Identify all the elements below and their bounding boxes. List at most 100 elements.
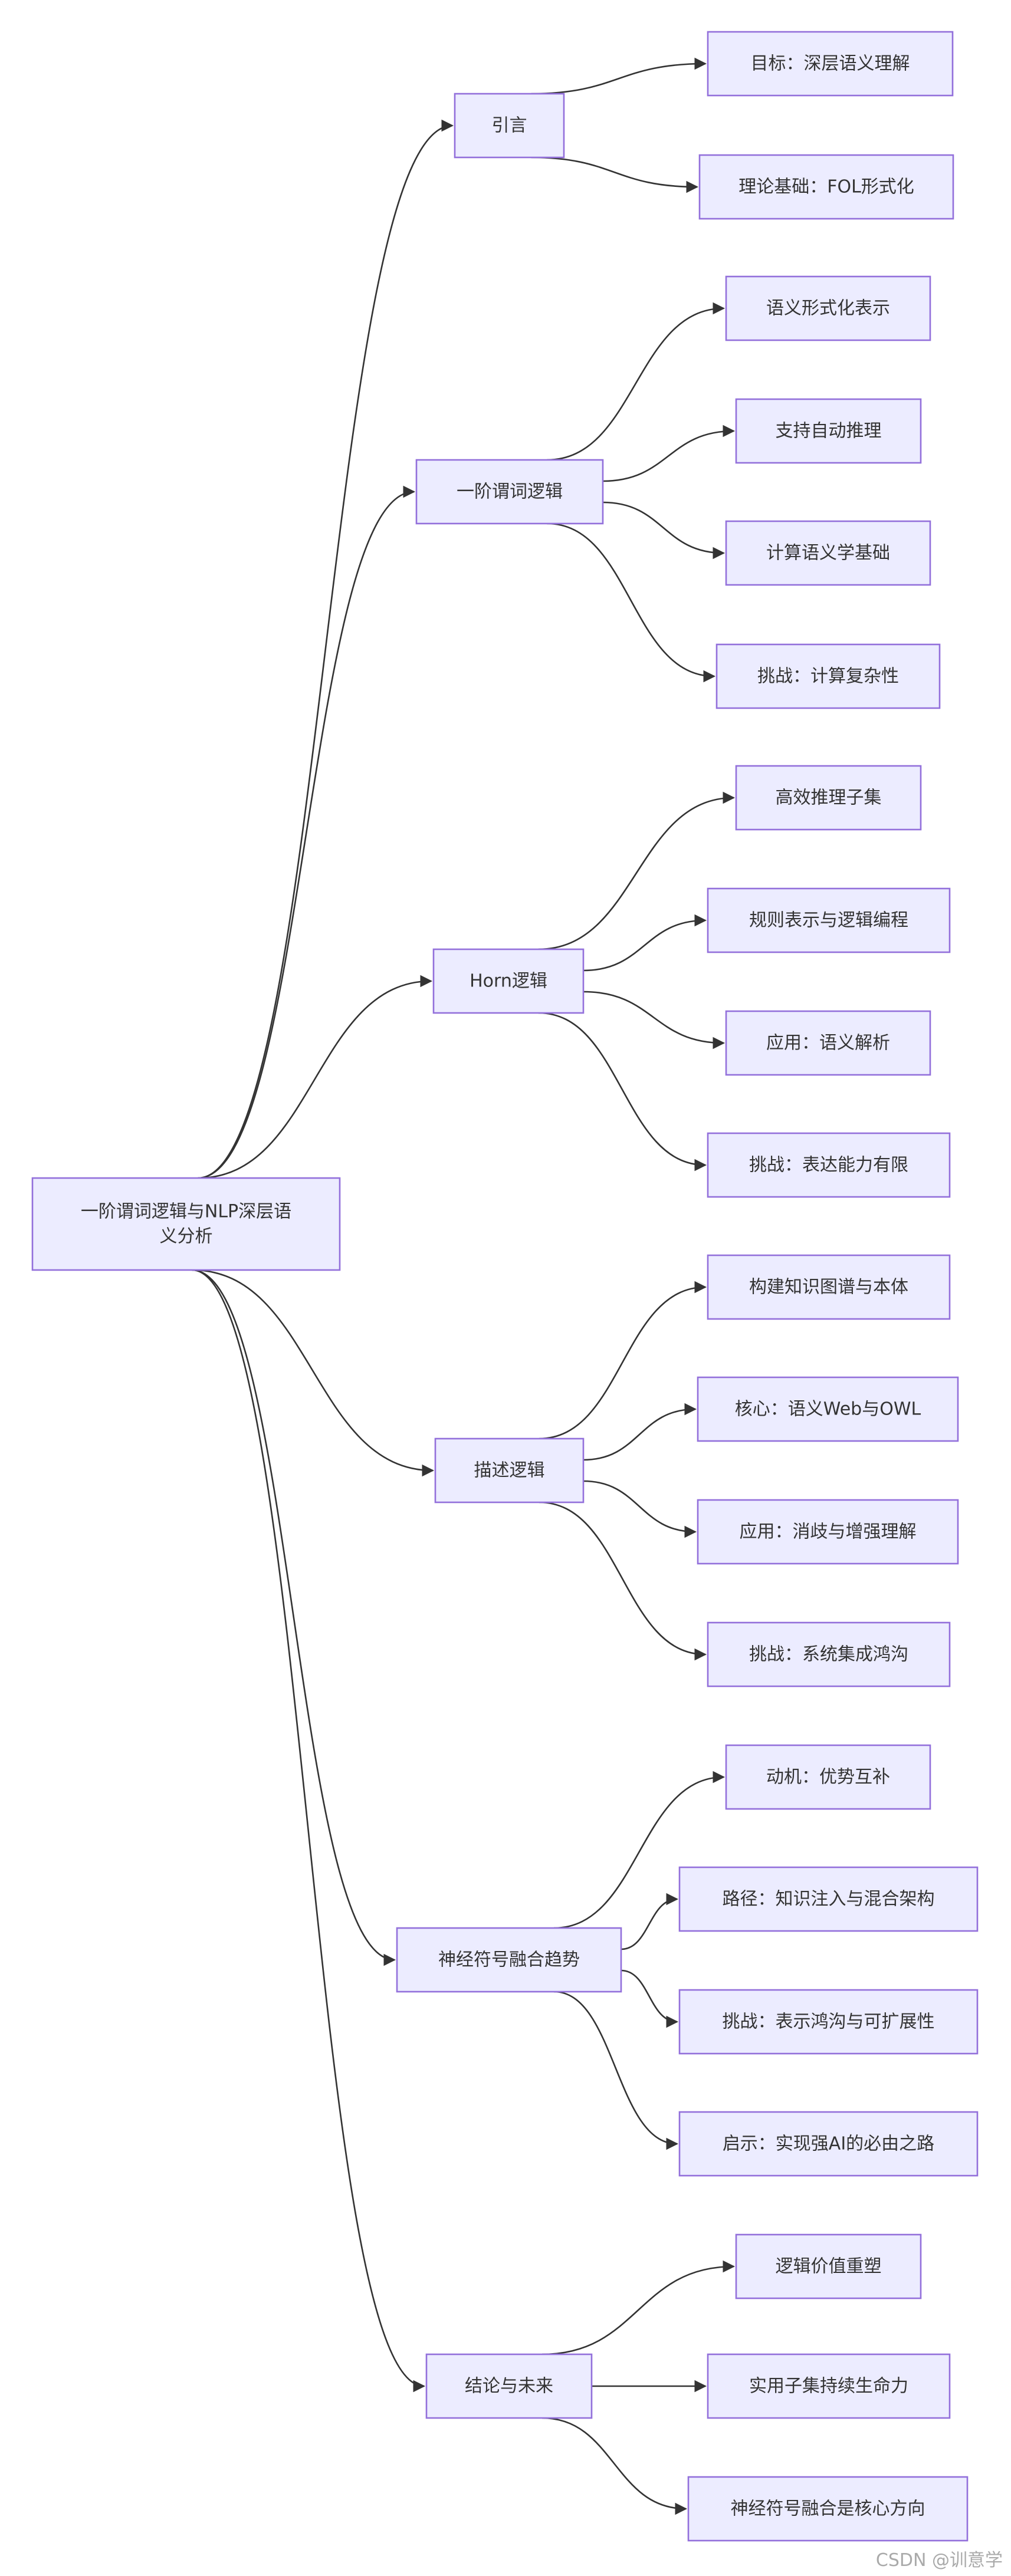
leaf-node-3-3-label: 挑战：系统集成鸿沟 bbox=[749, 1644, 908, 1665]
leaf-node-2-3: 挑战：表达能力有限 bbox=[707, 1132, 951, 1198]
edge-branch-2-leaf-2 bbox=[583, 991, 726, 1050]
edge-root-branch-2 bbox=[198, 975, 433, 1179]
leaf-node-3-1-label: 核心：语义Web与OWL bbox=[735, 1399, 921, 1420]
leaf-node-5-0-box bbox=[735, 2233, 922, 2299]
root-node-box bbox=[31, 1177, 341, 1271]
leaf-node-4-3: 启示：实现强AI的必由之路 bbox=[678, 2111, 979, 2177]
leaf-node-3-0: 构建知识图谱与本体 bbox=[707, 1254, 951, 1320]
leaf-node-2-0-label: 高效推理子集 bbox=[776, 788, 882, 808]
edge-root-branch-4 bbox=[192, 1269, 396, 1966]
edge-branch-4-leaf-1 bbox=[621, 1893, 679, 1950]
leaf-node-5-2-box bbox=[687, 2476, 969, 2542]
edge-branch-2-leaf-0 bbox=[538, 791, 736, 950]
leaf-node-5-2: 神经符号融合是核心方向 bbox=[687, 2476, 969, 2542]
branch-node-2-label: Horn逻辑 bbox=[470, 971, 547, 992]
leaf-node-2-1-label: 规则表示与逻辑编程 bbox=[749, 910, 908, 931]
branch-node-0-label: 引言 bbox=[492, 116, 527, 136]
branch-node-1-label: 一阶谓词逻辑 bbox=[457, 482, 563, 502]
leaf-node-2-1: 规则表示与逻辑编程 bbox=[707, 887, 951, 953]
leaf-node-2-3-box bbox=[707, 1132, 951, 1198]
leaf-node-3-2-label: 应用：消歧与增强理解 bbox=[740, 1522, 917, 1542]
root-node-label: 义分析 bbox=[160, 1226, 213, 1247]
leaf-node-2-2-label: 应用：语义解析 bbox=[766, 1033, 890, 1054]
leaf-node-2-2: 应用：语义解析 bbox=[725, 1010, 931, 1076]
leaf-node-4-1-label: 路径：知识注入与混合架构 bbox=[723, 1889, 935, 1910]
leaf-node-1-3: 挑战：计算复杂性 bbox=[715, 643, 941, 709]
leaf-node-1-1: 支持自动推理 bbox=[735, 398, 922, 464]
leaf-node-0-0-box bbox=[707, 31, 954, 97]
leaf-node-4-1: 路径：知识注入与混合架构 bbox=[678, 1866, 979, 1932]
leaf-node-0-0: 目标：深层语义理解 bbox=[707, 31, 954, 97]
branch-node-4-box bbox=[396, 1927, 622, 1993]
edge-branch-4-leaf-0 bbox=[553, 1771, 726, 1929]
branch-node-0-box bbox=[454, 93, 565, 159]
edge-branch-1-leaf-3 bbox=[547, 522, 716, 683]
leaf-node-3-3-box bbox=[707, 1621, 951, 1687]
root-node-label: 一阶谓词逻辑与NLP深层语 bbox=[81, 1202, 291, 1222]
leaf-node-3-0-box bbox=[707, 1254, 951, 1320]
leaf-node-4-0-box bbox=[725, 1744, 931, 1810]
leaf-node-5-2-label: 神经符号融合是核心方向 bbox=[731, 2499, 925, 2519]
leaf-node-1-2: 计算语义学基础 bbox=[725, 520, 931, 586]
edge-branch-2-leaf-3 bbox=[538, 1012, 707, 1172]
edge-branch-5-leaf-0 bbox=[541, 2260, 736, 2355]
edge-root-branch-1 bbox=[198, 485, 416, 1179]
leaf-node-5-0-label: 逻辑价值重塑 bbox=[776, 2256, 882, 2277]
leaf-node-4-1-box bbox=[678, 1866, 979, 1932]
edge-root-branch-5 bbox=[192, 1269, 426, 2393]
branch-node-3: 描述逻辑 bbox=[434, 1437, 585, 1504]
leaf-node-1-3-box bbox=[715, 643, 941, 709]
leaf-node-3-2: 应用：消歧与增强理解 bbox=[697, 1499, 959, 1565]
leaf-node-2-0: 高效推理子集 bbox=[735, 765, 922, 831]
edge-branch-4-leaf-2 bbox=[621, 1969, 679, 2028]
leaf-node-2-1-box bbox=[707, 887, 951, 953]
branch-node-4-label: 神经符号融合趋势 bbox=[438, 1950, 580, 1970]
leaf-node-2-0-box bbox=[735, 765, 922, 831]
edge-branch-3-leaf-1 bbox=[583, 1403, 697, 1461]
leaf-node-1-0-label: 语义形式化表示 bbox=[766, 298, 890, 319]
leaf-node-0-1-label: 理论基础：FOL形式化 bbox=[738, 177, 914, 198]
leaf-node-4-3-box bbox=[678, 2111, 979, 2177]
branch-node-3-box bbox=[434, 1437, 585, 1504]
edge-root-branch-3 bbox=[192, 1269, 435, 1477]
leaf-node-4-2: 挑战：表示鸿沟与可扩展性 bbox=[678, 1989, 979, 2055]
edge-branch-1-leaf-1 bbox=[602, 425, 736, 482]
leaf-node-0-1-box bbox=[698, 154, 954, 220]
leaf-node-3-3: 挑战：系统集成鸿沟 bbox=[707, 1621, 951, 1687]
branch-node-3-label: 描述逻辑 bbox=[474, 1460, 545, 1481]
edge-root-branch-0 bbox=[198, 119, 454, 1179]
edge-branch-0-leaf-1 bbox=[531, 156, 699, 193]
edge-branch-1-leaf-2 bbox=[602, 501, 726, 560]
leaf-node-3-2-box bbox=[697, 1499, 959, 1565]
leaf-node-5-0: 逻辑价值重塑 bbox=[735, 2233, 922, 2299]
edge-branch-5-leaf-2 bbox=[541, 2417, 688, 2515]
branch-node-5-box bbox=[425, 2353, 593, 2419]
edges-layer bbox=[192, 57, 736, 2515]
branch-node-5-label: 结论与未来 bbox=[465, 2376, 553, 2397]
edge-branch-3-leaf-0 bbox=[539, 1281, 707, 1440]
leaf-node-1-3-label: 挑战：计算复杂性 bbox=[757, 666, 899, 687]
leaf-node-1-0: 语义形式化表示 bbox=[725, 275, 931, 341]
leaf-node-2-3-label: 挑战：表达能力有限 bbox=[749, 1155, 908, 1176]
branch-node-2-box bbox=[432, 948, 585, 1014]
leaf-node-0-1: 理论基础：FOL形式化 bbox=[698, 154, 954, 220]
leaf-node-4-0: 动机：优势互补 bbox=[725, 1744, 931, 1810]
branch-node-1-box bbox=[415, 459, 604, 525]
leaf-node-3-0-label: 构建知识图谱与本体 bbox=[749, 1277, 908, 1298]
watermark-text: CSDN @训意学 bbox=[876, 2550, 1003, 2571]
leaf-node-5-1-box bbox=[707, 2353, 951, 2419]
edge-branch-1-leaf-0 bbox=[547, 302, 726, 461]
leaf-node-5-1-label: 实用子集持续生命力 bbox=[749, 2376, 908, 2397]
leaf-node-4-2-label: 挑战：表示鸿沟与可扩展性 bbox=[723, 2012, 935, 2032]
leaf-node-3-1-box bbox=[697, 1376, 959, 1442]
leaf-node-1-2-label: 计算语义学基础 bbox=[766, 543, 890, 564]
branch-node-2: Horn逻辑 bbox=[432, 948, 585, 1014]
leaf-node-4-3-label: 启示：实现强AI的必由之路 bbox=[723, 2134, 934, 2154]
leaf-node-2-2-box bbox=[725, 1010, 931, 1076]
edge-branch-3-leaf-3 bbox=[539, 1501, 707, 1661]
leaf-node-1-2-box bbox=[725, 520, 931, 586]
